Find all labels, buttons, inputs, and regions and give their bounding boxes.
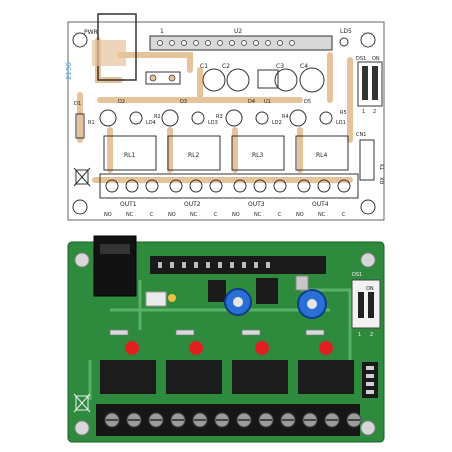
c2-label: C2 (222, 63, 230, 70)
weee-symbol-icon (73, 167, 91, 187)
out4-label: OUT4 (312, 201, 329, 208)
terminal-screws (104, 412, 362, 428)
out1-label: OUT1 (120, 201, 137, 208)
out3-no-label: NO (232, 212, 240, 218)
cn1-footprint (359, 139, 375, 181)
dip-2-label: 2 (373, 109, 376, 115)
ds1-label: DS1 (352, 272, 362, 278)
rl4-label: RL4 (316, 152, 328, 159)
d3-label: D3 (180, 99, 187, 105)
d1-label: D1 (74, 101, 81, 107)
mount-hole-br (360, 199, 376, 215)
d4-label: D4 (248, 99, 255, 105)
out2-c-label: C (214, 212, 218, 218)
out2-no-label: NO (168, 212, 176, 218)
ld3-label: LD3 (208, 120, 218, 126)
out4-no-label: NO (296, 212, 304, 218)
mount-hole-tl (72, 32, 88, 48)
u2-module (150, 256, 326, 274)
weee-photo-icon (73, 393, 91, 413)
c3-footprint (274, 68, 298, 92)
rl2-label: RL2 (188, 152, 200, 159)
relay-3 (232, 360, 288, 394)
c4-label: C4 (300, 63, 308, 70)
dip-photo-1-label: 1 (358, 332, 361, 338)
r3-label: R3 (216, 114, 223, 120)
dip-photo-on-label: ON (366, 286, 374, 292)
u2-label: U2 (234, 28, 242, 35)
pin1-label: 1 (160, 28, 164, 35)
u2-footprint (149, 35, 333, 51)
tx-label: TX (380, 163, 386, 171)
pwr-label: PWR (84, 29, 98, 36)
out4-c-label: C (342, 212, 346, 218)
out1-nc-label: NC (126, 212, 134, 218)
relay-2 (166, 360, 222, 394)
dip-photo-2-label: 2 (370, 332, 373, 338)
out2-label: OUT2 (184, 201, 201, 208)
r2-label: R2 (154, 114, 161, 120)
dip-switch[interactable] (351, 279, 381, 329)
rl4-footprint (295, 135, 349, 171)
led-red-1 (125, 341, 139, 355)
rx-label: RX (380, 177, 386, 184)
c1-label: C1 (200, 63, 208, 70)
out2-nc-label: NC (190, 212, 198, 218)
r4-label: R4 (282, 114, 289, 120)
r5-label: R5 (340, 110, 347, 116)
out3-c-label: C (278, 212, 282, 218)
out1-c-label: C (150, 212, 154, 218)
out1-no-label: NO (104, 212, 112, 218)
rl3-footprint (231, 135, 285, 171)
out3-nc-label: NC (254, 212, 262, 218)
out3-label: OUT3 (248, 201, 265, 208)
board-code-label: 2136 (65, 62, 73, 80)
ld4-label: LD4 (146, 120, 156, 126)
d2-label: D2 (118, 99, 125, 105)
rl1-footprint (103, 135, 157, 171)
pcb-photo: DS1 ON 1 2 (67, 235, 385, 443)
ld5-footprint (339, 37, 349, 47)
led-red-4 (319, 341, 333, 355)
d5-label: D5 (304, 99, 311, 105)
r1-label: R1 (88, 120, 95, 126)
c2-footprint (226, 68, 250, 92)
rl3-label: RL3 (252, 152, 264, 159)
c3-label: C3 (276, 63, 284, 70)
u1-label: U1 (264, 99, 271, 105)
pcb-layout-drawing: PWR U2 1 LD5 C1 C2 C3 (65, 13, 386, 221)
mount-hole-bl (72, 199, 88, 215)
led-red-2 (189, 341, 203, 355)
rl2-footprint (167, 135, 221, 171)
dip-on-label: ON (372, 56, 380, 62)
dip-1-label: 1 (362, 109, 365, 115)
rl1-label: RL1 (124, 152, 136, 159)
c4-footprint (299, 67, 325, 93)
ld1-label: LD1 (336, 120, 346, 126)
dip-label: DS1 (356, 56, 366, 62)
led-red-3 (255, 341, 269, 355)
mount-hole-tr (360, 32, 376, 48)
ld2-label: LD2 (272, 120, 282, 126)
relay-4 (298, 360, 354, 394)
cn1-label: CN1 (356, 132, 366, 138)
ld5-label: LD5 (340, 28, 352, 35)
out4-nc-label: NC (318, 212, 326, 218)
c1-footprint (202, 68, 226, 92)
dip-switch-footprint (357, 61, 383, 107)
relay-1 (100, 360, 156, 394)
